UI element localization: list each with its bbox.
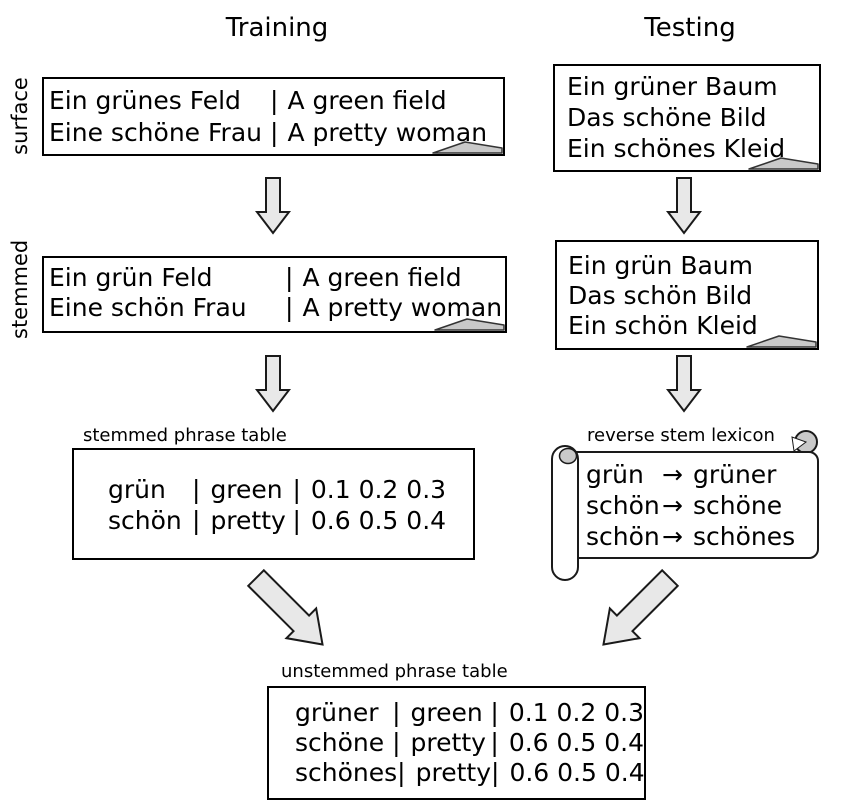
test-sentence: Das schöne Bild xyxy=(567,103,767,132)
stem-term: schön xyxy=(586,522,660,551)
target-term: pretty xyxy=(415,758,491,787)
stemmed-side-label: stemmed xyxy=(8,239,32,339)
stemmed-phrase-table-label: stemmed phrase table xyxy=(83,425,287,446)
scroll-shape-icon xyxy=(551,430,819,581)
folded-corner-icon xyxy=(434,318,505,331)
pipe-separator: | xyxy=(192,475,201,504)
lexicon-row: schön→ schöne xyxy=(586,490,795,521)
target-phrase: A pretty woman xyxy=(287,118,488,147)
surface-term: grüner xyxy=(692,460,777,489)
phrase-scores: 0.6 0.5 0.4 xyxy=(508,728,644,757)
pipe-separator: | xyxy=(270,86,279,115)
reverse-stem-lexicon-label: reverse stem lexicon xyxy=(587,425,775,446)
test-sentence: Das schön Bild xyxy=(568,281,753,310)
target-phrase: A pretty woman xyxy=(302,293,503,322)
pipe-separator: | xyxy=(392,698,401,727)
test-sentence: Ein grüner Baum xyxy=(567,72,778,101)
test-sentence: Ein schön Kleid xyxy=(568,311,758,340)
test-sentence: Ein grün Baum xyxy=(568,251,753,280)
target-term: green xyxy=(210,475,283,504)
source-term: grüner xyxy=(295,698,379,727)
phrase-scores: 0.6 0.5 0.4 xyxy=(509,758,645,787)
pipe-separator: | xyxy=(270,118,279,147)
training-stemmed-corpus-box: Ein grün Feld | A green field Eine schön F… xyxy=(42,256,507,333)
pipe-separator: | xyxy=(397,758,406,787)
phrase-scores: 0.6 0.5 0.4 xyxy=(310,506,447,535)
pipe-separator: | xyxy=(292,475,301,504)
pipe-separator: | xyxy=(285,293,294,322)
phrase-table-row: schönes|pretty|0.6 0.5 0.4 xyxy=(295,758,645,788)
phrase-table-row: grüner|green|0.1 0.2 0.3 xyxy=(295,698,644,728)
pipe-separator: | xyxy=(490,728,499,757)
folded-corner-icon xyxy=(432,141,503,154)
corpus-row: Ein grünes Feld | A green field xyxy=(49,85,503,117)
target-phrase: A green field xyxy=(302,263,462,292)
folded-corner-icon xyxy=(748,157,819,170)
test-sentence: Ein schönes Kleid xyxy=(567,134,786,163)
phrase-table-row: schöne|pretty|0.6 0.5 0.4 xyxy=(295,728,644,758)
phrase-scores: 0.1 0.2 0.3 xyxy=(508,698,644,727)
lexicon-row: grün → grüner xyxy=(586,459,795,490)
surface-term: schönes xyxy=(692,522,796,551)
unstemmed-phrase-table-label: unstemmed phrase table xyxy=(281,661,508,682)
unstemmed-phrase-table-box: grüner|green|0.1 0.2 0.3 schöne|pretty|0… xyxy=(267,686,646,800)
maps-to-arrow: → xyxy=(662,460,683,489)
maps-to-arrow: → xyxy=(662,491,683,520)
down-arrow-icon xyxy=(255,355,291,413)
diagonal-down-right-arrow-icon xyxy=(246,568,324,646)
training-surface-corpus-box: Ein grünes Feld | A green field Eine schön… xyxy=(42,77,505,156)
testing-heading: Testing xyxy=(644,13,736,43)
scroll-roll-icon xyxy=(551,445,579,581)
pipe-separator: | xyxy=(491,758,500,787)
source-phrase: Eine schöne Frau xyxy=(49,118,263,147)
pipe-separator: | xyxy=(192,506,201,535)
folded-corner-icon xyxy=(746,335,817,348)
corpus-row: Eine schöne Frau| A pretty woman xyxy=(49,117,503,149)
source-term: grün xyxy=(108,475,166,504)
target-term: green xyxy=(410,698,483,727)
pipe-separator: | xyxy=(285,263,294,292)
lexicon-row: schön→ schönes xyxy=(586,521,795,552)
source-phrase: Ein grün Feld xyxy=(49,263,213,292)
target-phrase: A green field xyxy=(287,86,447,115)
source-phrase: Ein grünes Feld xyxy=(49,86,241,115)
phrase-scores: 0.1 0.2 0.3 xyxy=(310,475,447,504)
target-term: pretty xyxy=(410,728,486,757)
phrase-table-row: grün | green | 0.1 0.2 0.3 xyxy=(108,474,473,505)
corpus-row: Eine schön Frau | A pretty woman xyxy=(49,293,505,323)
down-arrow-icon xyxy=(666,177,702,235)
surface-side-label: surface xyxy=(8,77,32,155)
down-arrow-icon xyxy=(666,355,702,413)
target-term: pretty xyxy=(210,506,286,535)
surface-term: schöne xyxy=(692,491,783,520)
corpus-row: Ein grün Feld | A green field xyxy=(49,263,505,293)
source-term: schön xyxy=(108,506,182,535)
stemmed-phrase-table-box: grün|green|0.1 0.2 0.3 schön|pretty|0.6 … xyxy=(72,448,475,560)
training-heading: Training xyxy=(225,13,329,43)
stem-term: schön xyxy=(586,491,660,520)
testing-surface-corpus-box: Ein grüner Baum Das schöne Bild Ein schö… xyxy=(553,64,821,172)
source-term: schönes xyxy=(295,758,398,787)
stem-term: grün xyxy=(586,460,644,489)
source-term: schöne xyxy=(295,728,385,757)
reverse-stem-lexicon-content: grün→grüner schön→schöne schön→schönes xyxy=(586,459,795,552)
testing-stemmed-corpus-box: Ein grün Baum Das schön Bild Ein schön K… xyxy=(555,240,819,350)
pipe-separator: | xyxy=(392,728,401,757)
phrase-table-row: schön|pretty|0.6 0.5 0.4 xyxy=(108,505,473,536)
diagonal-down-left-arrow-icon xyxy=(602,568,680,646)
source-phrase: Eine schön Frau xyxy=(49,293,247,322)
pipe-separator: | xyxy=(490,698,499,727)
pipe-separator: | xyxy=(292,506,301,535)
maps-to-arrow: → xyxy=(662,522,683,551)
down-arrow-icon xyxy=(255,177,291,235)
